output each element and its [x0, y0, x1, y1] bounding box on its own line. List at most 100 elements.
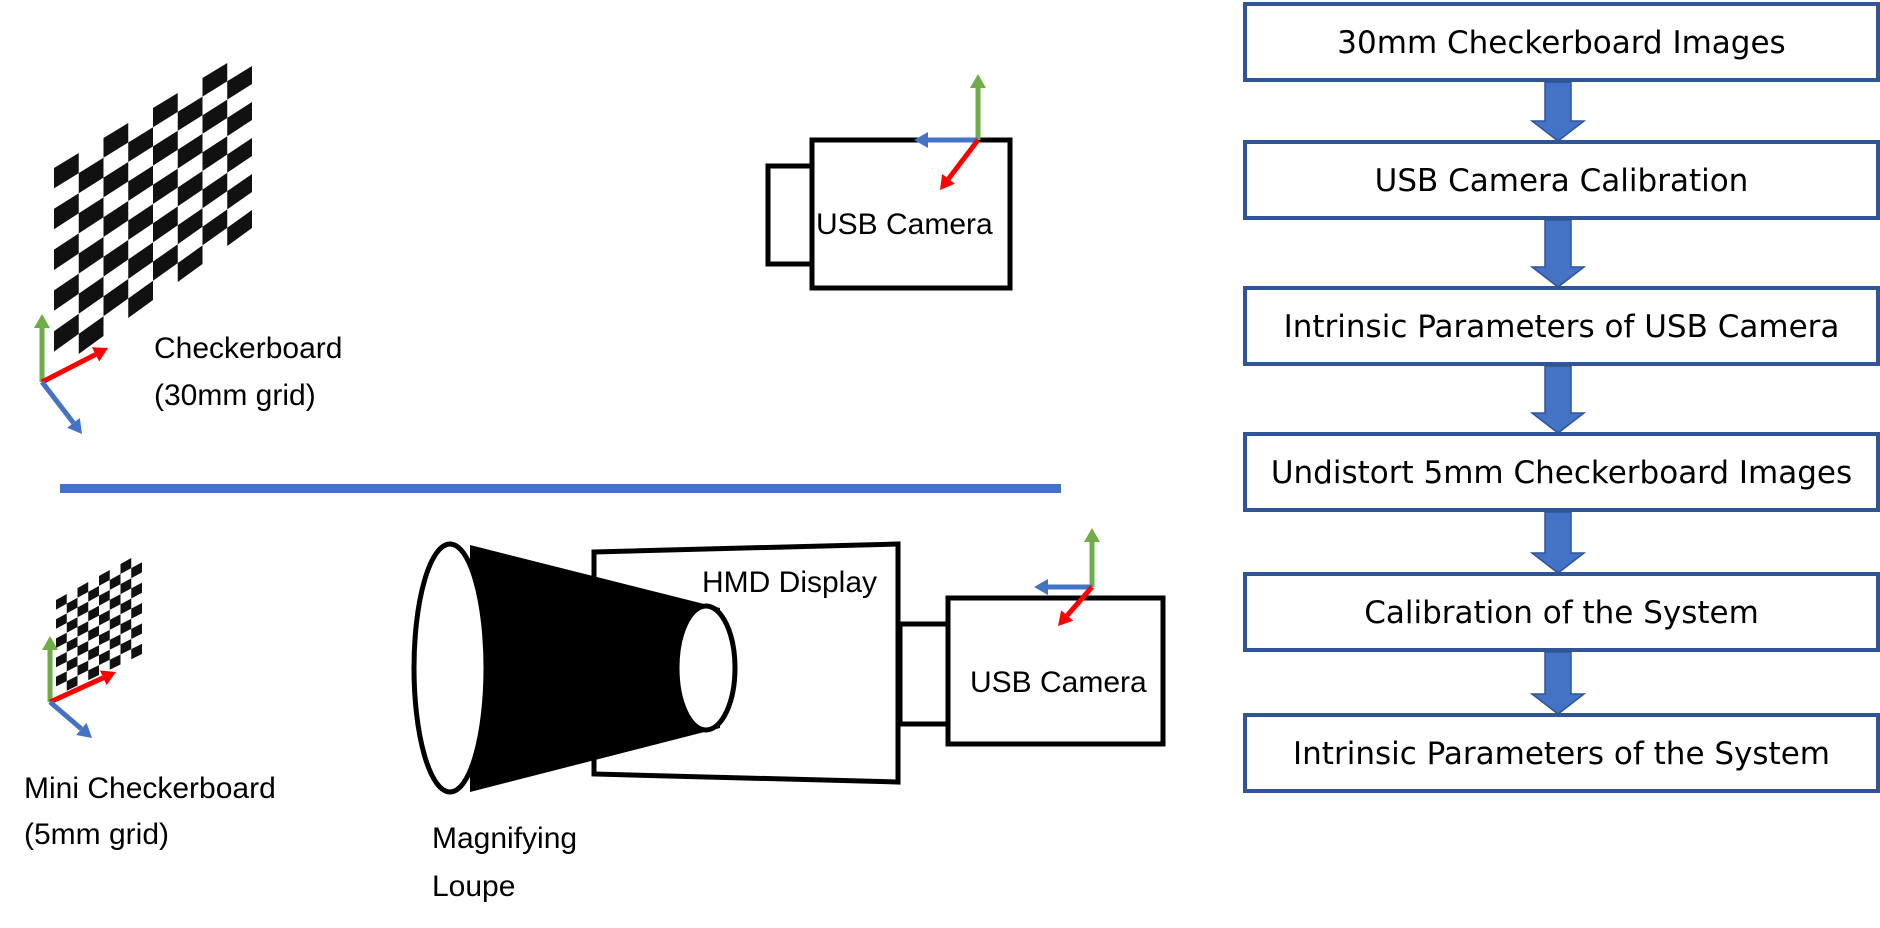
checker-square — [66, 617, 78, 633]
camera-body — [945, 595, 1166, 747]
checker-square — [227, 210, 252, 246]
checker-square — [120, 598, 132, 615]
z-axis-arrow-icon — [48, 700, 83, 731]
checker-square — [99, 629, 110, 646]
flow-step-label: Intrinsic Parameters of USB Camera — [1284, 309, 1840, 345]
checker-square — [54, 273, 79, 311]
checker-square — [103, 123, 129, 158]
checker-square — [227, 102, 252, 137]
y-axis-arrow-icon-head — [1084, 528, 1100, 542]
checker-square — [128, 204, 153, 240]
y-axis-arrow-icon-head — [34, 314, 50, 328]
flow-step-box — [1243, 432, 1880, 512]
checker-square — [153, 168, 178, 204]
loupe-small-lens — [674, 603, 738, 733]
checker-square — [177, 208, 203, 245]
checker-square — [88, 585, 99, 602]
checker-square — [88, 625, 99, 641]
checker-square — [177, 96, 203, 131]
checker-square — [120, 558, 132, 575]
checker-square — [78, 157, 104, 194]
checker-square — [88, 665, 99, 681]
flow-step-label: Intrinsic Parameters of the System — [1293, 736, 1830, 772]
flow-step-box — [1243, 572, 1880, 652]
checker-square — [177, 133, 203, 169]
flow-arrow-icon — [1529, 651, 1587, 715]
z-axis-arrow-icon-head — [67, 418, 82, 434]
checker-square — [56, 613, 67, 629]
flow-step-label: Calibration of the System — [1364, 595, 1759, 631]
flow-step: 30mm Checkerboard Images — [1243, 2, 1880, 82]
checker-square — [54, 193, 79, 230]
checker-square — [54, 153, 79, 189]
checker-square — [103, 279, 129, 317]
z-axis-arrow-icon-head — [76, 722, 92, 738]
checker-square — [56, 632, 67, 648]
checker-square — [177, 171, 203, 207]
z-axis-arrow-icon — [40, 380, 76, 425]
flow-step: Intrinsic Parameters of USB Camera — [1243, 286, 1880, 366]
checker-square — [177, 245, 203, 282]
checkerboard-5mm — [56, 558, 142, 691]
y-axis-arrow-icon-head — [970, 74, 986, 88]
mini-checkerboard-label: Mini Checkerboard — [24, 772, 276, 805]
x-axis-arrow-icon-head — [1058, 610, 1074, 626]
flow-step-label: Undistort 5mm Checkerboard Images — [1271, 455, 1852, 491]
x-axis-arrow-icon-head — [99, 670, 116, 686]
checker-square — [128, 165, 153, 201]
checker-square — [54, 233, 79, 270]
checker-square — [78, 237, 104, 274]
checker-square — [227, 138, 252, 173]
flow-step-box — [1243, 140, 1880, 220]
checkerboard-label: Checkerboard — [154, 332, 342, 365]
usb-camera-top-label: USB Camera — [816, 208, 993, 241]
checker-square — [120, 618, 132, 635]
checker-square — [131, 562, 142, 579]
checker-square — [103, 240, 129, 277]
camera-body — [809, 137, 1013, 291]
loupe-cone — [470, 545, 720, 792]
checker-square — [128, 127, 153, 162]
flow-step-box — [1243, 2, 1880, 82]
checkerboard-grid-label: (30mm grid) — [154, 379, 316, 412]
checker-square — [66, 597, 78, 614]
camera-lens — [765, 163, 815, 267]
checker-square — [109, 654, 121, 670]
x-axis-arrow-icon — [946, 138, 980, 181]
checker-square — [202, 63, 228, 97]
checker-square — [54, 313, 79, 352]
checker-square — [109, 634, 121, 650]
x-axis-arrow-icon — [40, 352, 97, 385]
flow-step-label: 30mm Checkerboard Images — [1337, 25, 1785, 61]
checker-square — [56, 671, 67, 687]
checker-square — [99, 609, 110, 626]
checker-square — [103, 201, 129, 237]
checker-square — [77, 640, 89, 657]
checker-square — [202, 136, 228, 171]
flow-arrow-icon — [1529, 365, 1587, 434]
flow-step-label: USB Camera Calibration — [1375, 163, 1749, 199]
checker-square — [109, 594, 121, 610]
checker-square — [66, 636, 78, 653]
checker-square — [128, 280, 153, 318]
checker-square — [153, 93, 178, 128]
checker-square — [78, 197, 104, 234]
loupe-large-lens — [411, 541, 489, 795]
x-axis-arrow-icon — [48, 675, 105, 705]
flow-step: Calibration of the System — [1243, 572, 1880, 652]
coordinate-frames — [34, 74, 1100, 738]
checker-square — [131, 603, 142, 619]
checker-square — [99, 649, 110, 666]
checker-square — [131, 623, 142, 639]
section-divider — [60, 484, 1061, 493]
mini-checkerboard-grid-label: (5mm grid) — [24, 818, 169, 851]
checker-square — [66, 675, 78, 691]
checker-square — [153, 206, 178, 243]
checker-square — [120, 639, 132, 655]
checker-square — [66, 656, 78, 672]
flow-step: Undistort 5mm Checkerboard Images — [1243, 432, 1880, 512]
checker-square — [109, 614, 121, 630]
checker-square — [202, 172, 228, 209]
checker-square — [227, 174, 252, 210]
